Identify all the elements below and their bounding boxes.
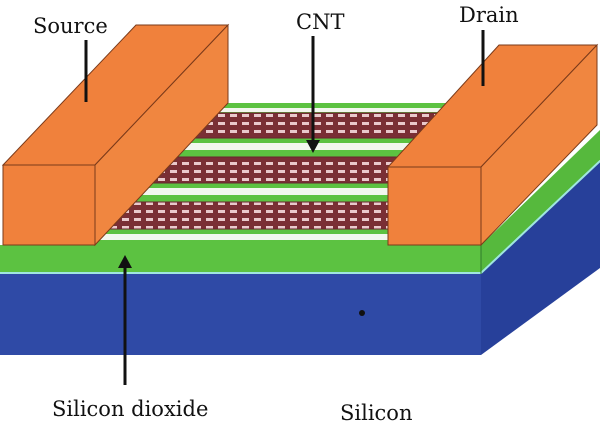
cnt-arrowhead-icon bbox=[306, 140, 320, 153]
silicon-substrate bbox=[0, 162, 600, 355]
silicon-pointer-dot bbox=[359, 310, 365, 316]
cnt-row-3 bbox=[102, 201, 394, 230]
oxide-arrowhead-icon bbox=[118, 255, 132, 268]
source-electrode bbox=[1, 23, 230, 247]
label-cnt: CNT bbox=[296, 10, 344, 34]
cnt-row-1 bbox=[184, 112, 448, 139]
pointer-lines bbox=[84, 30, 485, 385]
label-silicon-dioxide: Silicon dioxide bbox=[52, 397, 208, 421]
label-drain: Drain bbox=[459, 3, 519, 27]
label-source: Source bbox=[33, 14, 108, 38]
label-silicon: Silicon bbox=[340, 401, 412, 425]
drain-electrode bbox=[386, 43, 599, 247]
cnt-row-2 bbox=[137, 156, 399, 184]
